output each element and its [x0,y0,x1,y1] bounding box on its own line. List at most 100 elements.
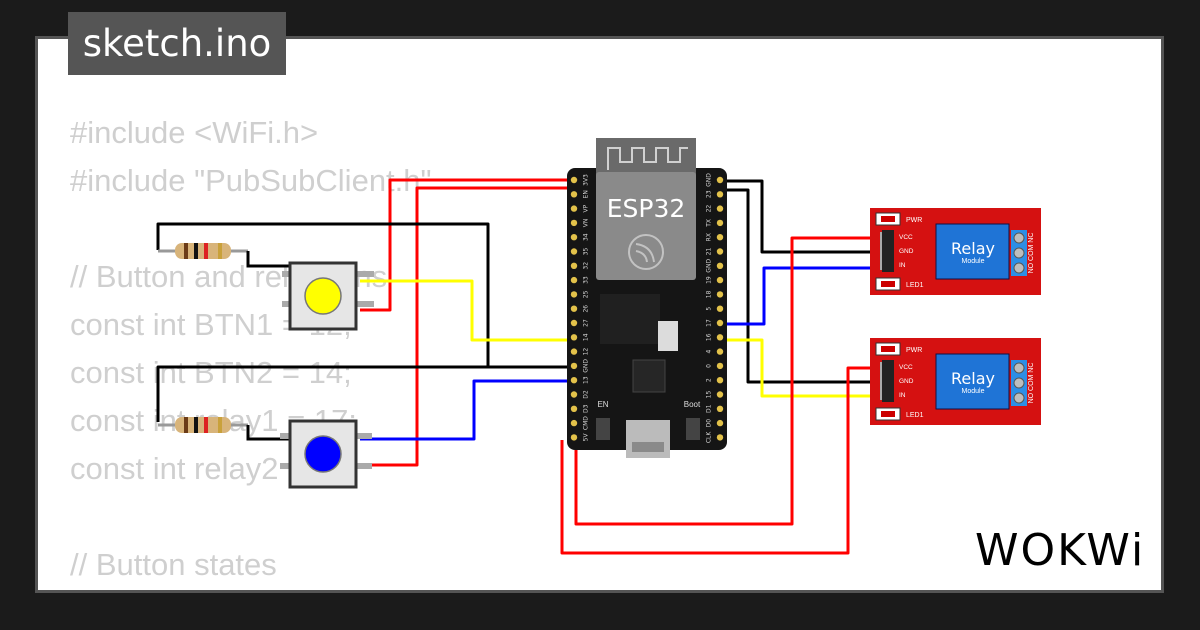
pin-label: 32 [583,262,590,270]
pin-right-13[interactable] [716,362,724,370]
pin-left-16[interactable] [570,405,578,412]
pin-left-1[interactable] [570,191,578,198]
pin-left-5[interactable] [570,248,578,255]
pin-right-17[interactable] [716,419,724,427]
relay-pin-label: IN [899,392,906,399]
pin-right-14[interactable] [716,377,724,384]
esp32-board[interactable]: ESP32 EN Boot 3V3ENVPVN34353233252627141… [567,138,727,458]
pin-left-18[interactable] [570,434,578,441]
pin-left-12[interactable] [570,348,578,355]
pin-right-6[interactable] [716,262,724,269]
pin-label: 3V3 [583,174,590,186]
en-button-label: EN [597,400,608,409]
pin-label: 35 [583,248,590,256]
relay-coil [935,223,1010,280]
pin-right-11[interactable] [716,334,724,341]
pin-right-5[interactable] [716,248,724,255]
status-led-core [881,281,895,287]
pushbutton-2[interactable] [280,419,372,489]
pushbutton-1[interactable] [282,261,374,331]
pin-label: 5 [706,307,713,311]
code-line: #include <WiFi.h> [70,115,319,150]
pin-right-15[interactable] [716,391,724,398]
pin-right-7[interactable] [716,276,724,284]
pin-label: 21 [706,248,713,256]
pin-left-0[interactable] [570,176,578,184]
pin-label: 17 [706,319,713,327]
pin-label: 14 [583,333,590,341]
espressif-logo-icon [628,234,664,270]
pin-right-2[interactable] [716,205,724,212]
pushbutton-1-cap[interactable] [304,277,342,315]
resistor-1[interactable] [158,243,248,259]
boot-button[interactable] [686,418,700,440]
pin-right-3[interactable] [716,219,724,227]
code-preview: #include <WiFi.h>#include "PubSubClient.… [70,109,451,590]
pin-right-4[interactable] [716,234,724,241]
file-tab-label: sketch.ino [82,22,272,65]
pin-label: GND [706,259,713,273]
wire-btn2-to-pin13 [360,379,573,441]
pin-left-7[interactable] [570,276,578,284]
relay-pin-label: GND [899,378,914,385]
pin-left-15[interactable] [570,391,578,398]
pin-label: 16 [706,333,713,341]
pin-right-9[interactable] [716,305,724,312]
pin-left-10[interactable] [570,319,578,327]
pin-left-2[interactable] [570,205,578,212]
pin-label: GND [583,359,590,373]
pin-left-4[interactable] [570,234,578,241]
terminal-screw[interactable] [1013,247,1025,259]
file-tab[interactable]: sketch.ino [68,12,286,75]
pin-label: EN [583,190,590,198]
terminal-screw[interactable] [1013,232,1025,244]
pin-right-0[interactable] [716,176,724,184]
pin-left-11[interactable] [570,334,578,341]
pin-right-1[interactable] [716,191,724,198]
pin-label: 23 [706,190,713,198]
wokwi-logo: WOKWi [975,525,1146,576]
left-pin-header: 3V3ENVPVN343532332526271412GND13D2D3CMD5… [570,174,590,441]
terminal-screw[interactable] [1013,362,1025,374]
pin-right-12[interactable] [716,348,724,355]
pin-label: D0 [706,419,713,428]
code-line: // Button states [70,547,277,582]
wire-btn1-to-pin12 [360,279,573,342]
pin-left-6[interactable] [570,262,578,269]
pin-right-10[interactable] [716,319,724,327]
pin-right-16[interactable] [716,405,724,412]
wire-5v-to-relay2 [560,366,880,555]
pin-label: 27 [583,319,590,327]
pushbutton-2-cap[interactable] [304,435,342,473]
pin-left-9[interactable] [570,305,578,312]
pin-left-14[interactable] [570,377,578,384]
antenna-trace-icon [607,147,688,170]
en-button[interactable] [596,418,610,440]
pwr-led-core [881,346,895,352]
pin-label: 25 [583,290,590,298]
pin-label: 33 [583,276,590,284]
pin-label: 12 [583,348,590,356]
pin-left-8[interactable] [570,291,578,298]
terminal-screw[interactable] [1013,392,1025,404]
relay-pin-label: IN [899,262,906,269]
relay-header [882,230,894,272]
pin-left-13[interactable] [570,362,578,370]
pin-label: 2 [706,378,713,382]
pin-right-8[interactable] [716,291,724,298]
pin-label: D3 [583,404,590,413]
pin-left-17[interactable] [570,419,578,427]
pin-label: 18 [706,290,713,298]
pin-label: D1 [706,404,713,413]
relay-pin-label: VCC [899,234,913,241]
pin-left-3[interactable] [570,219,578,227]
wire-5v-to-relay1 [574,236,880,526]
wire-pin16-to-relay2 [720,338,880,398]
pin-right-18[interactable] [716,434,724,441]
resistor-2[interactable] [158,417,248,433]
terminal-screw[interactable] [1013,262,1025,274]
wire-gnd-to-relay1 [720,179,880,254]
terminal-screw[interactable] [1013,377,1025,389]
